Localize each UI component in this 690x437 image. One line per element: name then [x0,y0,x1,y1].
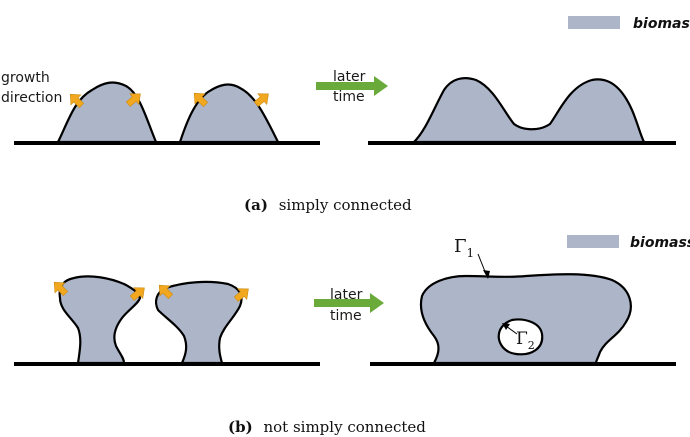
gamma2-pointer [505,325,518,335]
caption-b-text: not simply connected [263,418,426,436]
gamma1-symbol: Γ [454,236,467,257]
gamma1-label: Γ1 [454,236,474,260]
caption-a-text: simply connected [279,196,412,214]
later-time-label-line2: time [333,89,365,105]
gamma1-pointer-head [483,270,490,279]
later-time-label-line2: time [330,308,362,324]
biomass-merged-colony [412,77,646,144]
gamma2-subscript: 2 [528,339,535,352]
caption-b-letter: (b) [228,418,253,436]
caption-a: (a) simply connected [244,196,412,214]
gamma2-label: Γ2 [516,329,535,352]
biomass-legend-swatch [568,16,620,29]
gamma1-subscript: 1 [467,246,475,260]
biomass-merged-colony-with-hole [419,273,632,365]
later-time-label-line1: later [333,69,366,85]
caption-a-letter: (a) [244,196,268,214]
biomass-legend-label: biomass [633,16,690,32]
growth-direction-label-line2: direction [1,90,62,106]
panel-a: biomass growth direction later time (a) … [1,16,690,214]
time-arrow-icon [316,76,388,96]
panel-b: biomass later time Γ1 Γ2 (b) n [14,235,690,436]
biomass-legend-swatch [567,235,619,248]
gamma2-pointer-head [502,323,510,330]
caption-b: (b) not simply connected [228,418,426,436]
biomass-colony-mushroom-2 [155,280,243,365]
biomass-colony-mushroom-1 [58,275,142,365]
time-arrow-icon [314,293,384,313]
biomass-colony-left-1 [56,81,158,144]
growth-direction-label-line1: growth [1,70,50,86]
gamma2-symbol: Γ [516,329,528,349]
biomass-legend-label: biomass [630,235,690,251]
